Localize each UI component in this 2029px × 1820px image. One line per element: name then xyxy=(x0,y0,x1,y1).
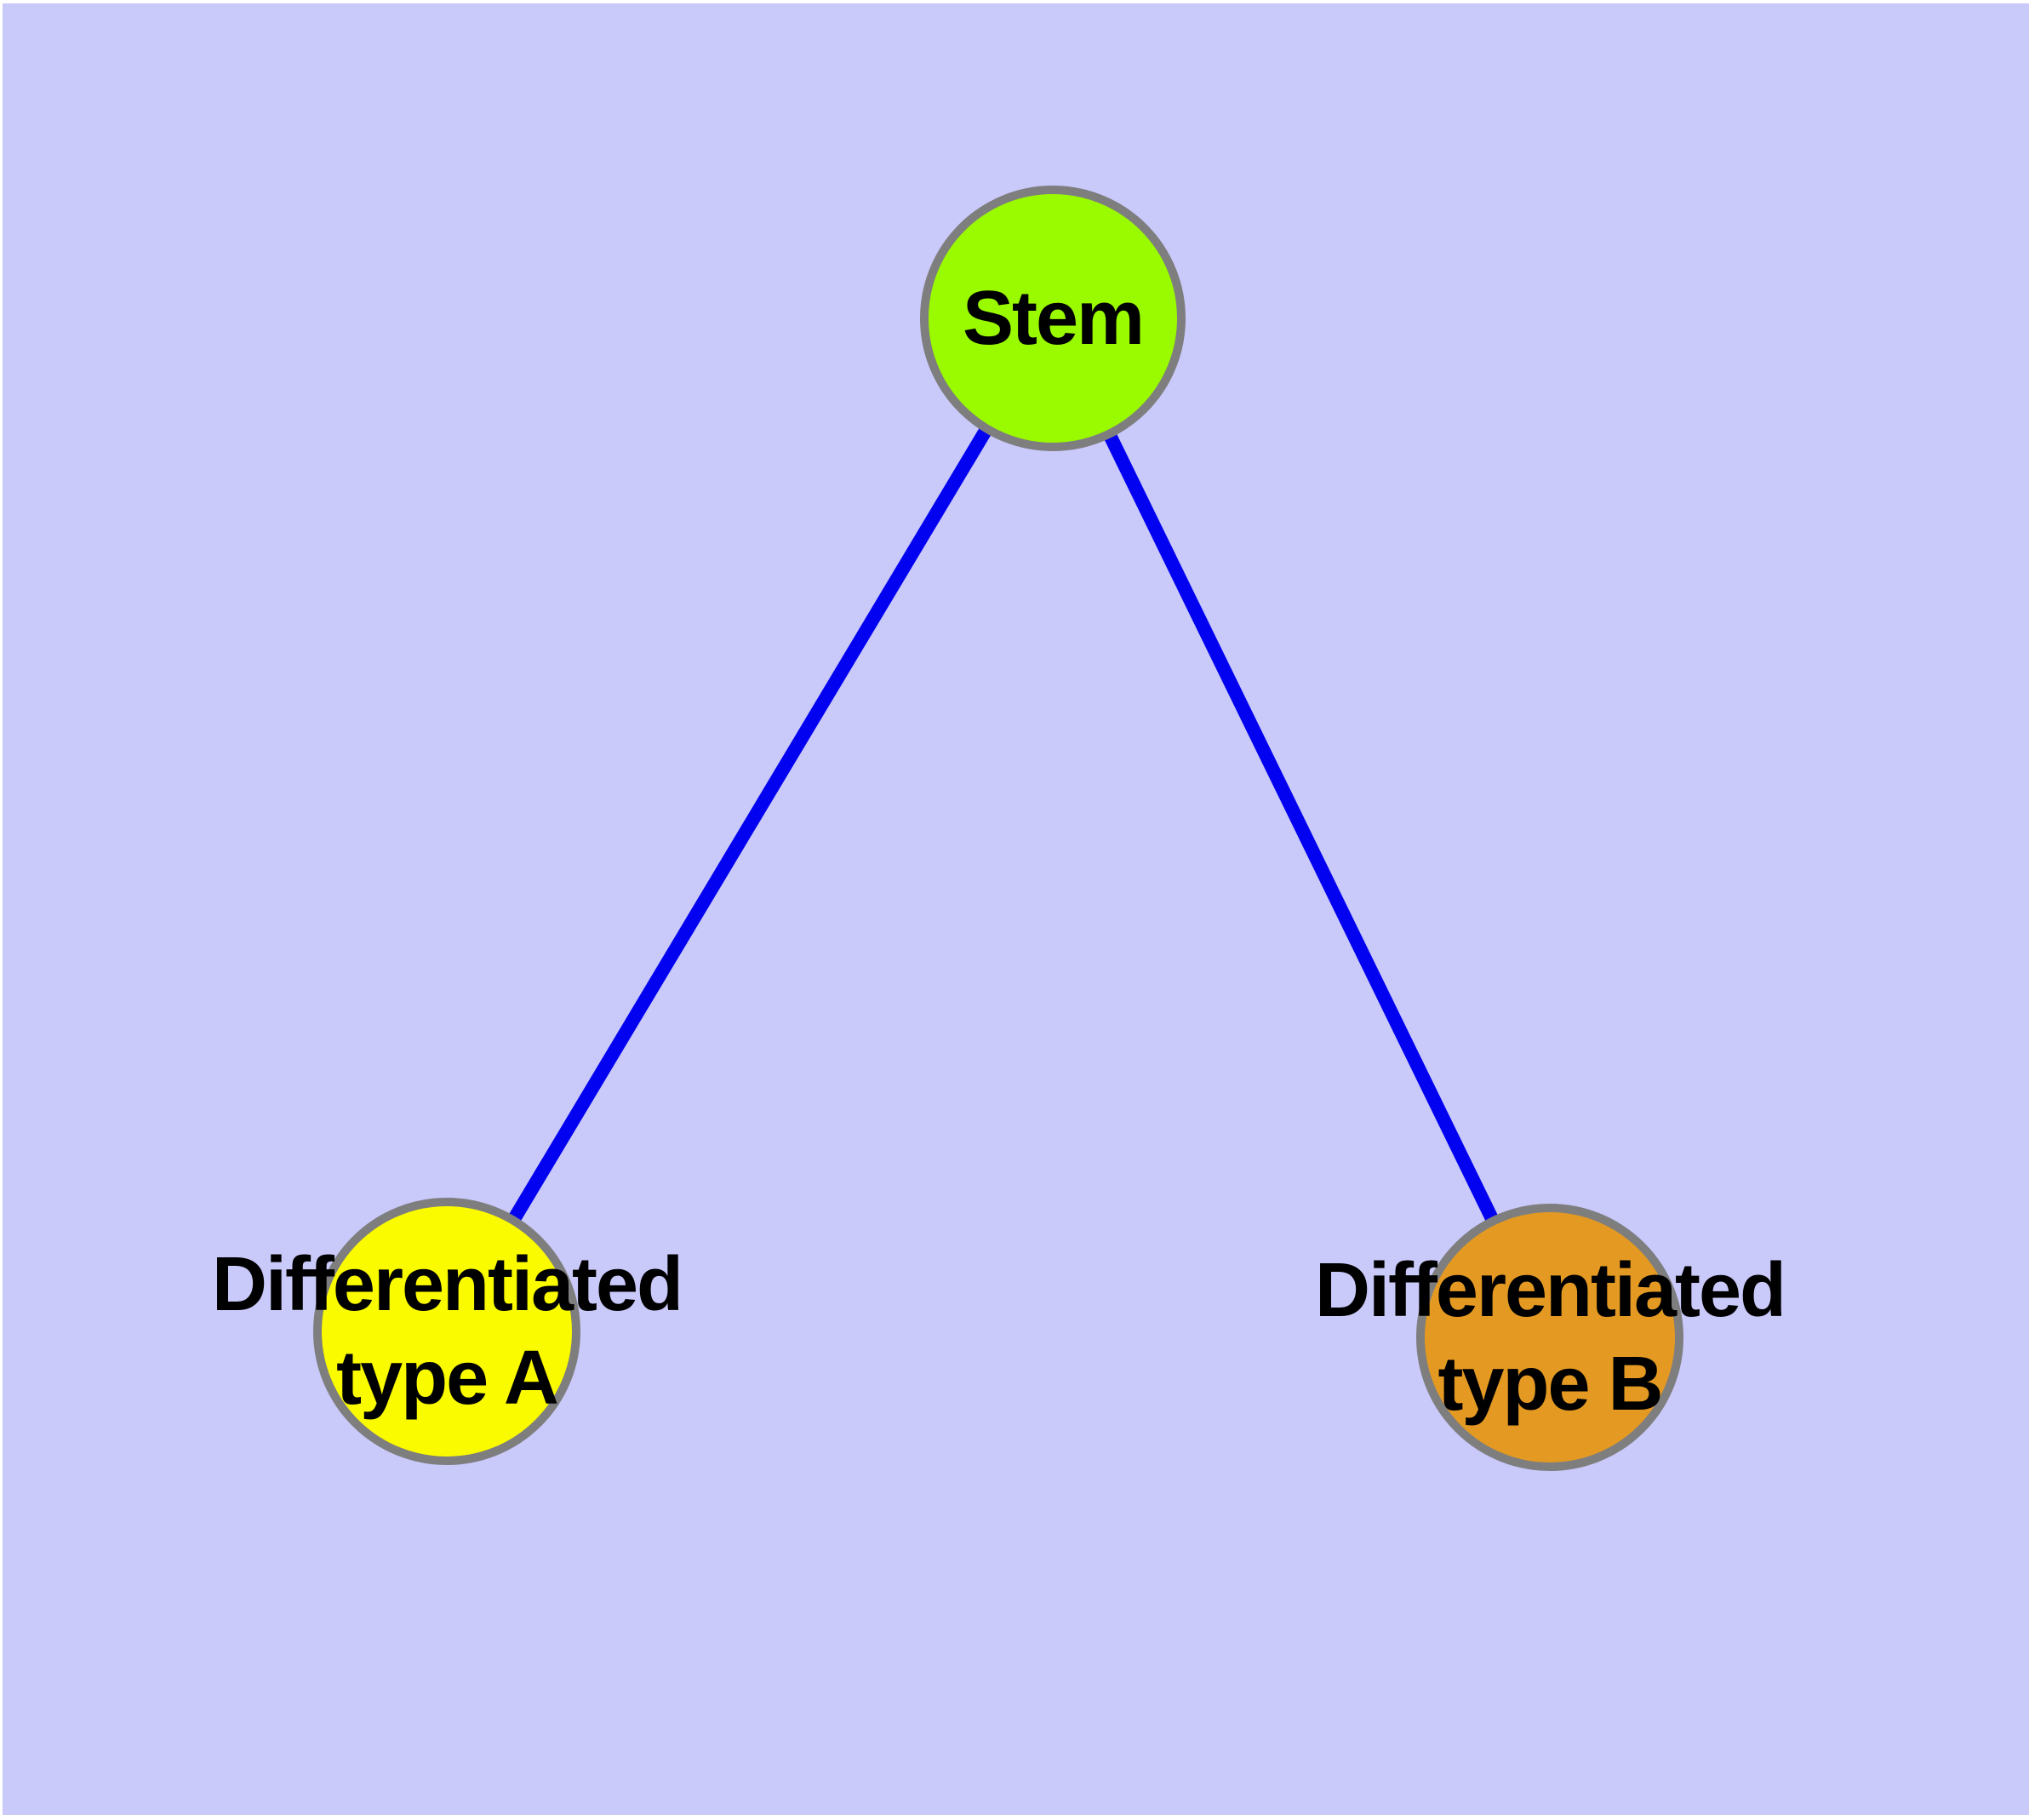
node-type-b-circle xyxy=(1416,1204,1683,1471)
edge-stem-to-type-a xyxy=(441,314,1059,1336)
node-layer xyxy=(313,186,1683,1471)
node-type-a-circle xyxy=(313,1198,580,1465)
node-stem-circle xyxy=(920,186,1186,451)
edge-stem-to-type-b xyxy=(1046,315,1557,1341)
edge-layer xyxy=(441,314,1557,1341)
